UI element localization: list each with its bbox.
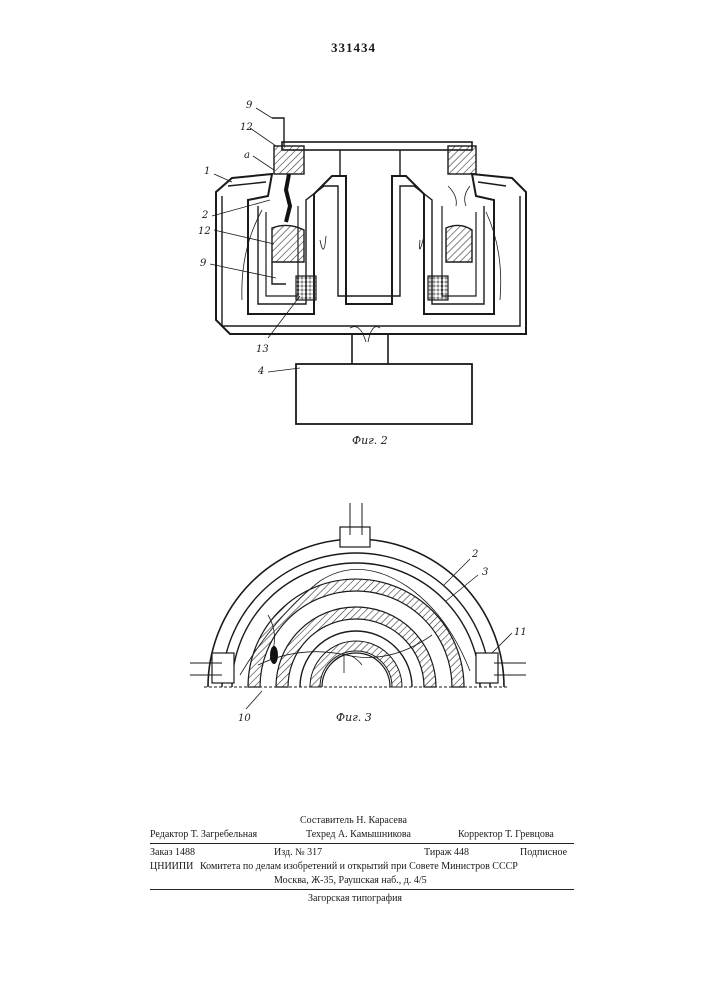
imprint-corrector: Корректор Т. Гревцова	[458, 828, 554, 842]
divider	[150, 889, 574, 890]
fig2-caption: Фиг. 2	[352, 434, 388, 447]
imprint-circulation: Тираж 448	[424, 846, 469, 860]
vessel-4	[296, 364, 472, 424]
fig2-label-12-bottom: 12	[198, 226, 211, 237]
fig2-label-a: a	[244, 150, 250, 161]
fig2-label-4: 4	[257, 366, 264, 377]
fig3-label-11: 11	[514, 627, 527, 638]
imprint-editor: Редактор Т. Загребельная	[150, 828, 257, 842]
fig3-label-3: 3	[482, 567, 488, 578]
fig3-label-2: 2	[471, 549, 478, 560]
fig2-label-9-top: 9	[246, 100, 253, 111]
fig2-label-1: 1	[204, 166, 210, 177]
imprint-address: Москва, Ж-35, Раушская наб., д. 4/5	[274, 874, 427, 888]
fig2-label-13: 13	[256, 344, 269, 355]
imprint-edition: Изд. № 317	[274, 846, 322, 860]
fig2-label-2: 2	[201, 210, 208, 221]
imprint-institute-right: Комитета по делам изобретений и открытий…	[200, 860, 518, 874]
imprint-techred: Техред А. Камышникова	[306, 828, 411, 842]
fig2-label-12-top: 12	[240, 122, 253, 133]
figure-3-drawing: 2 3 11 10 Фиг. 3	[0, 495, 707, 725]
imprint-compiler: Составитель Н. Карасева	[300, 814, 407, 828]
imprint-printer: Загорская типография	[308, 892, 402, 906]
imprint-subscription: Подписное	[520, 846, 567, 860]
imprint-institute-left: ЦНИИПИ	[150, 860, 193, 874]
figure-2-drawing: 9 12 a 1 2 12 9 13 4 Фиг. 2	[0, 0, 707, 470]
fig2-label-9-bottom: 9	[200, 258, 207, 269]
fig3-label-10: 10	[238, 713, 251, 724]
housing-outline	[216, 174, 526, 334]
imprint-order: Заказ 1488	[150, 846, 195, 860]
divider	[150, 843, 574, 844]
fig3-caption: Фиг. 3	[336, 711, 372, 724]
